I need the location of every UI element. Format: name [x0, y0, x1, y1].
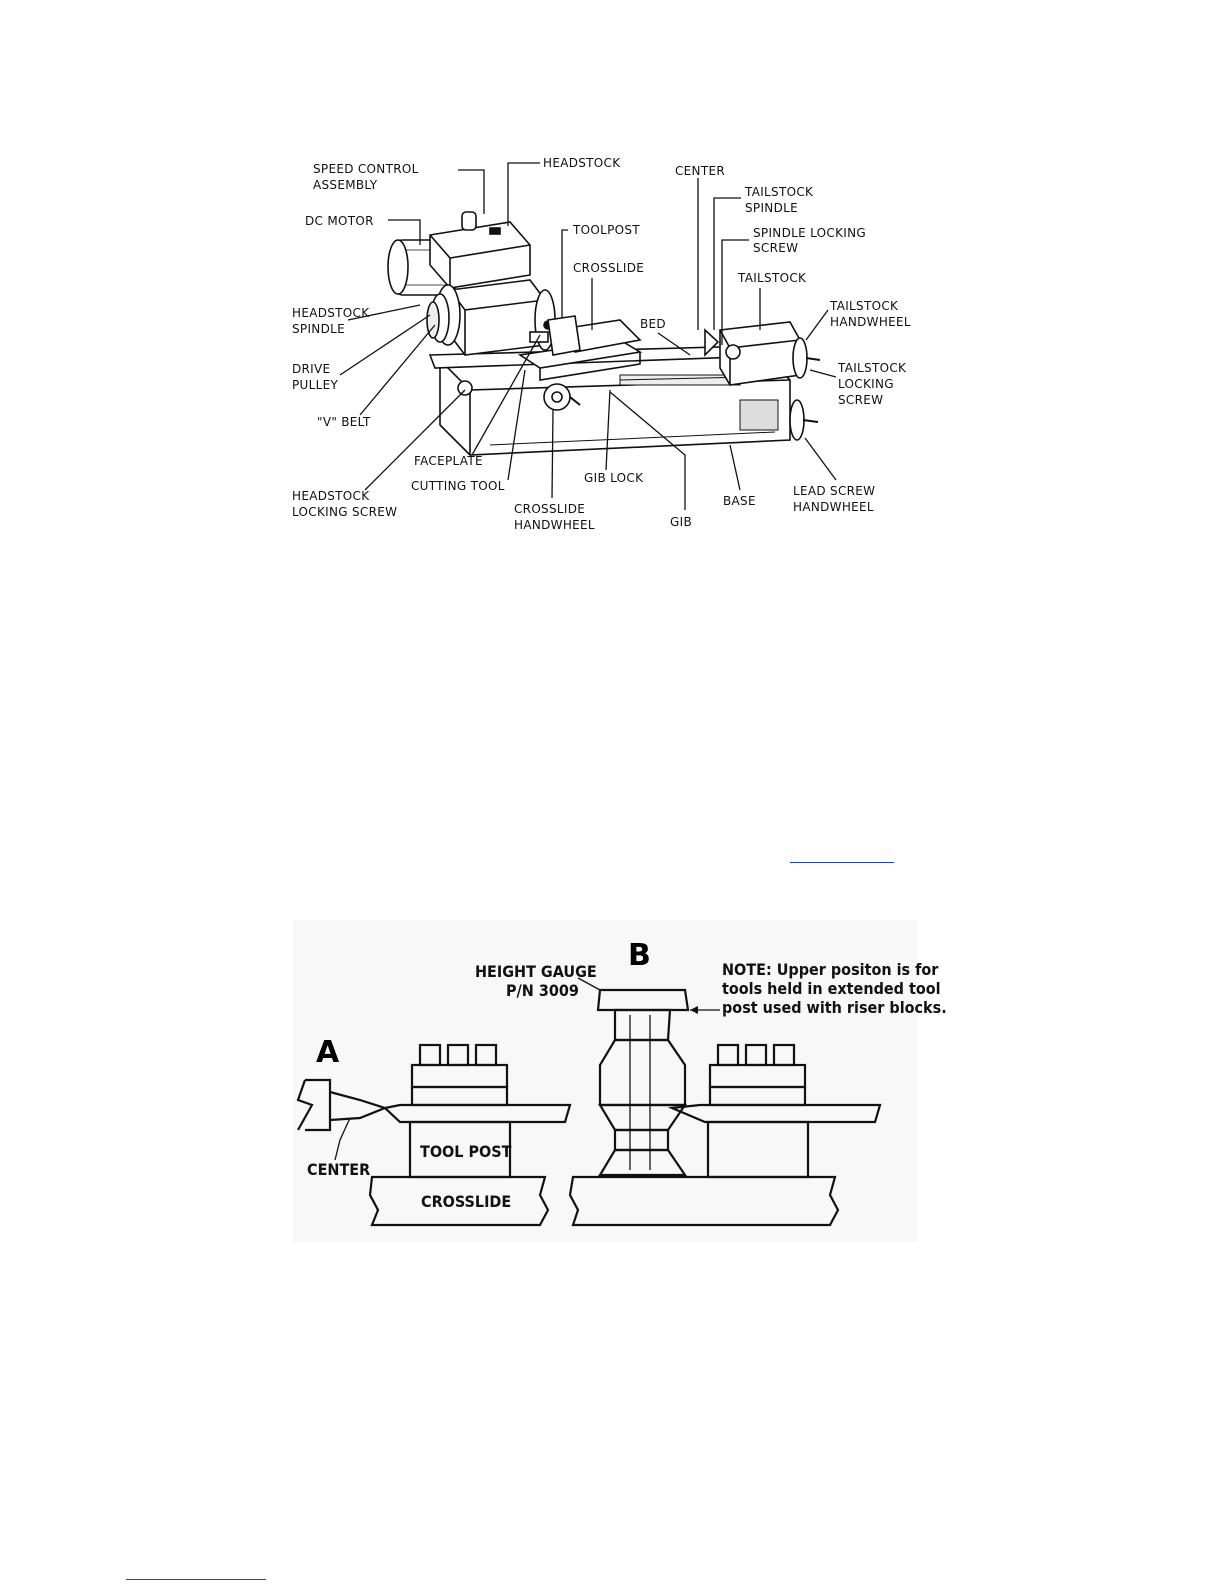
- label-gib: GIB: [670, 515, 692, 529]
- label-speed-control-2: ASSEMBLY: [313, 178, 378, 192]
- label-drive-pulley-1: DRIVE: [292, 362, 330, 376]
- label-gib-lock: GIB LOCK: [584, 471, 644, 485]
- note-line-3: post used with riser blocks.: [722, 998, 947, 1017]
- label-tailstock-handwheel-2: HANDWHEEL: [830, 315, 911, 329]
- hyperlink-underline[interactable]: [790, 862, 894, 863]
- label-spindle-locking-1: SPINDLE LOCKING: [753, 226, 866, 240]
- label-drive-pulley-2: PULLEY: [292, 378, 338, 392]
- label-crosslide: CROSSLIDE: [421, 1192, 511, 1211]
- footer-hyperlink-underline[interactable]: [126, 1579, 266, 1580]
- label-crosslide-handwheel-1: CROSSLIDE: [514, 502, 585, 516]
- label-height-gauge-2: P/N 3009: [506, 981, 579, 1000]
- label-headstock-spindle-2: SPINDLE: [292, 322, 345, 336]
- label-b: B: [628, 938, 651, 973]
- label-crosslide-handwheel-2: HANDWHEEL: [514, 518, 595, 532]
- label-tailstock-locking-2: LOCKING: [838, 377, 894, 391]
- height-gauge-diagram: A TOOL POST CROSSLIDE CENTER B HEIGHT GA…: [293, 920, 947, 1242]
- label-crosslide: CROSSLIDE: [573, 261, 644, 275]
- label-toolpost: TOOLPOST: [572, 223, 640, 237]
- label-tool-post: TOOL POST: [420, 1142, 512, 1161]
- label-lead-screw-1: LEAD SCREW: [793, 484, 875, 498]
- label-tailstock-locking-1: TAILSTOCK: [837, 361, 907, 375]
- label-tailstock-spindle-2: SPINDLE: [745, 201, 798, 215]
- label-a: A: [316, 1035, 340, 1070]
- label-spindle-locking-2: SCREW: [753, 241, 798, 255]
- lathe-leader-lines: [339, 162, 837, 510]
- label-base: BASE: [723, 494, 756, 508]
- label-faceplate: FACEPLATE: [414, 454, 483, 468]
- note-line-1: NOTE: Upper positon is for: [722, 960, 939, 979]
- label-tailstock-handwheel-1: TAILSTOCK: [829, 299, 899, 313]
- label-tailstock-spindle-1: TAILSTOCK: [744, 185, 814, 199]
- label-cutting-tool: CUTTING TOOL: [411, 479, 505, 493]
- label-headstock: HEADSTOCK: [543, 156, 621, 170]
- label-center: CENTER: [307, 1160, 370, 1179]
- lathe-drawing: [387, 211, 821, 456]
- label-height-gauge-1: HEIGHT GAUGE: [475, 962, 597, 981]
- label-tailstock: TAILSTOCK: [737, 271, 807, 285]
- label-v-belt: "V" BELT: [317, 415, 371, 429]
- label-lead-screw-2: HANDWHEEL: [793, 500, 874, 514]
- label-bed: BED: [640, 317, 666, 331]
- label-dc-motor: DC MOTOR: [305, 214, 374, 228]
- lathe-labels: SPEED CONTROL ASSEMBLY HEADSTOCK CENTER …: [292, 156, 911, 532]
- label-headstock-spindle-1: HEADSTOCK: [292, 306, 370, 320]
- note-line-2: tools held in extended tool: [722, 979, 941, 998]
- label-headstock-locking-2: LOCKING SCREW: [292, 505, 397, 519]
- label-headstock-locking-1: HEADSTOCK: [292, 489, 370, 503]
- label-center: CENTER: [675, 164, 725, 178]
- label-speed-control-1: SPEED CONTROL: [313, 162, 419, 176]
- label-tailstock-locking-3: SCREW: [838, 393, 883, 407]
